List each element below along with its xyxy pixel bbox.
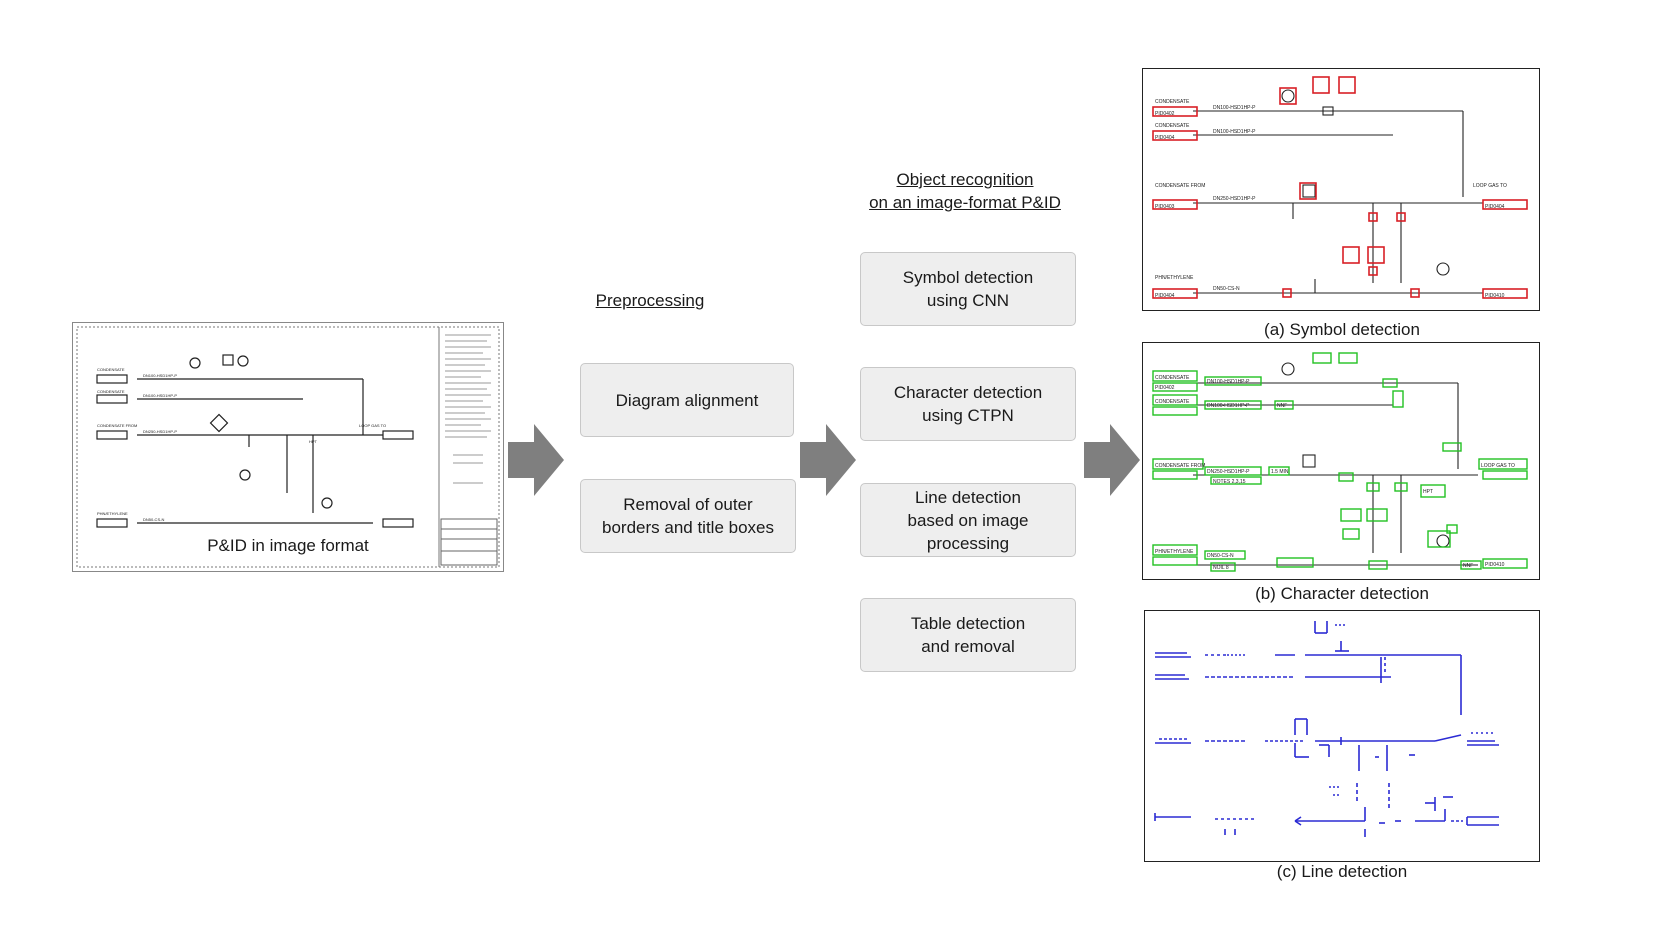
sym-tag4: PID0404 bbox=[1485, 204, 1505, 210]
chr-hpt: HPT bbox=[1423, 489, 1433, 495]
character-detection-drawing: CONDENSATE PID0402 DN100-HSD1HP-P CONDEN… bbox=[1152, 352, 1528, 572]
sym-loop: LOOP GAS TO bbox=[1473, 183, 1507, 189]
svg-text:PHN/ETHYLENE: PHN/ETHYLENE bbox=[97, 511, 128, 516]
chr-tag1: PID0402 bbox=[1155, 385, 1175, 391]
symbol-detection-caption: (a) Symbol detection bbox=[1264, 320, 1420, 339]
chr-tag6: PID0410 bbox=[1485, 562, 1505, 568]
svg-text:DN100-HSD1HP-P: DN100-HSD1HP-P bbox=[143, 393, 177, 398]
flow-arrow-3 bbox=[1084, 424, 1140, 496]
svg-text:DN100-HSD1HP-P: DN100-HSD1HP-P bbox=[143, 373, 177, 378]
input-pid-image: CONDENSATE DN100-HSD1HP-P CONDENSATE DN100… bbox=[72, 322, 504, 572]
chr-line1: DN100-HSD1HP-P bbox=[1207, 379, 1250, 385]
svg-text:LOOP GAS TO: LOOP GAS TO bbox=[359, 423, 386, 428]
sym-line1: DN100-HSD1HP-P bbox=[1213, 105, 1256, 111]
chr-loop: LOOP GAS TO bbox=[1481, 463, 1515, 469]
symbol-detection-panel: CONDENSATE PID0402 DN100-HSD1HP-P CONDEN… bbox=[1142, 68, 1540, 311]
chr-line4: DN50-CS-N bbox=[1207, 553, 1234, 559]
line-detection-panel bbox=[1144, 610, 1540, 862]
character-detection-caption: (b) Character detection bbox=[1255, 584, 1429, 603]
sym-line2: DN100-HSD1HP-P bbox=[1213, 129, 1256, 135]
symbol-detection-drawing: CONDENSATE PID0402 DN100-HSD1HP-P CONDEN… bbox=[1152, 76, 1528, 299]
sym-tag3: PID0403 bbox=[1155, 204, 1175, 210]
chr-noil: NOIL 8 bbox=[1213, 565, 1229, 571]
sym-tag1: PID0402 bbox=[1155, 111, 1175, 117]
svg-text:CONDENSATE: CONDENSATE bbox=[97, 367, 125, 372]
chr-label-l1a: CONDENSATE bbox=[1155, 375, 1190, 381]
svg-text:HPT: HPT bbox=[309, 439, 318, 444]
sym-label-l3a: CONDENSATE FROM bbox=[1155, 183, 1205, 189]
step-table-detection: Table detection and removal bbox=[860, 598, 1076, 672]
chr-nnf1: NNF bbox=[1277, 403, 1287, 409]
svg-text:CONDENSATE FROM: CONDENSATE FROM bbox=[97, 423, 137, 428]
step-diagram-alignment: Diagram alignment bbox=[580, 363, 794, 437]
sym-label-l2a: CONDENSATE bbox=[1155, 123, 1190, 129]
sym-label-l4a: PHN/ETHYLENE bbox=[1155, 275, 1194, 281]
preprocessing-heading: Preprocessing bbox=[595, 291, 705, 310]
character-detection-panel: CONDENSATE PID0402 DN100-HSD1HP-P CONDEN… bbox=[1142, 342, 1540, 580]
sym-tag5: PID0404 bbox=[1155, 293, 1175, 299]
svg-text:DN50-CS-N: DN50-CS-N bbox=[143, 517, 164, 522]
svg-text:DN250-HSD1HP-P: DN250-HSD1HP-P bbox=[143, 429, 177, 434]
chr-line2: DN100-HSD1HP-P bbox=[1207, 403, 1250, 409]
recognition-heading-line2: on an image-format P&ID bbox=[869, 193, 1061, 212]
input-caption: P&ID in image format bbox=[207, 536, 369, 555]
sym-line3: DN250-HSD1HP-P bbox=[1213, 196, 1256, 202]
line-detection-caption: (c) Line detection bbox=[1276, 862, 1408, 881]
chr-label-l4a: PHN/ETHYLENE bbox=[1155, 549, 1194, 555]
step-character-detection: Character detection using CTPN bbox=[860, 367, 1076, 441]
svg-text:CONDENSATE: CONDENSATE bbox=[97, 389, 125, 394]
chr-min: 1.5 MIN bbox=[1271, 469, 1289, 475]
chr-line3: DN250-HSD1HP-P bbox=[1207, 469, 1250, 475]
chr-notes: NOTES 2,3,15 bbox=[1213, 479, 1246, 485]
sym-line4: DN50-CS-N bbox=[1213, 286, 1240, 292]
flow-arrow-2 bbox=[800, 424, 856, 496]
chr-nnf2: NNF bbox=[1463, 563, 1473, 569]
line-detection-drawing bbox=[1154, 621, 1499, 837]
sym-tag2: PID0404 bbox=[1155, 135, 1175, 141]
recognition-heading: Object recognition on an image-format P&… bbox=[850, 168, 1080, 214]
input-pid-drawing: CONDENSATE DN100-HSD1HP-P CONDENSATE DN100… bbox=[76, 326, 500, 568]
recognition-heading-line1: Object recognition bbox=[896, 170, 1034, 189]
chr-label-l3a: CONDENSATE FROM bbox=[1155, 463, 1205, 469]
step-line-detection: Line detection based on image processing bbox=[860, 483, 1076, 557]
sym-label-l1a: CONDENSATE bbox=[1155, 99, 1190, 105]
sym-tag6: PID0410 bbox=[1485, 293, 1505, 299]
chr-label-l2a: CONDENSATE bbox=[1155, 399, 1190, 405]
step-symbol-detection: Symbol detection using CNN bbox=[860, 252, 1076, 326]
step-removal-borders: Removal of outer borders and title boxes bbox=[580, 479, 796, 553]
flow-arrow-1 bbox=[508, 424, 564, 496]
